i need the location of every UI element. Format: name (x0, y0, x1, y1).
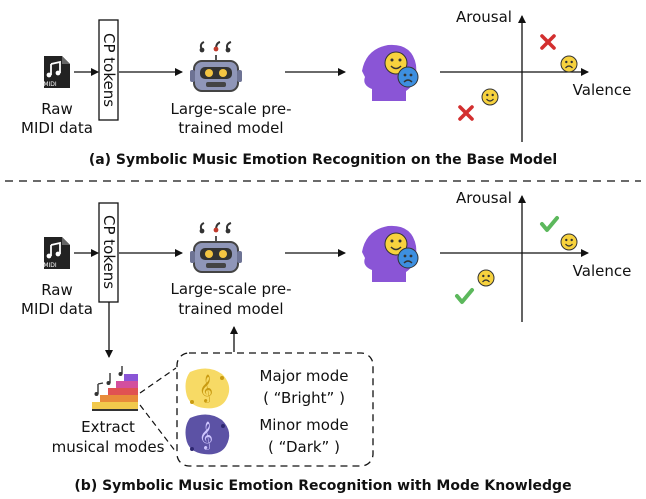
midi-badge: MIDI (43, 262, 57, 269)
panel-a: MIDI Raw MIDI data CP tokens Large-scale… (21, 8, 631, 168)
minor-mode-icon: 𝄞 (185, 414, 230, 455)
model-label-line1: Large-scale pre- (170, 100, 291, 118)
model-label-line1: Large-scale pre- (170, 280, 291, 298)
minor-mode-label: Minor mode (259, 416, 348, 434)
emotion-head-icon (361, 44, 419, 102)
sad-emoji-bottom-left (477, 269, 495, 287)
robot-icon (189, 41, 243, 92)
cross-mark-top-right (540, 34, 556, 50)
valence-arousal-chart: Arousal Valence (440, 8, 631, 142)
mode-knowledge-box (176, 352, 374, 467)
panel-b: MIDI Raw MIDI data CP tokens Large-scale… (21, 189, 631, 494)
valence-label: Valence (573, 81, 632, 99)
arousal-label: Arousal (456, 8, 512, 26)
extract-label-line1: Extract (81, 418, 135, 436)
staircase-music-icon (92, 366, 138, 411)
valence-arousal-chart: Arousal Valence (440, 189, 631, 322)
model-label-line2: trained model (178, 300, 283, 318)
happy-emoji-top-right (560, 233, 578, 251)
emotion-head-icon (361, 225, 419, 283)
midi-data-label: MIDI data (21, 119, 93, 137)
cp-tokens-label: CP tokens (100, 215, 118, 289)
cp-tokens-box (98, 19, 119, 121)
cp-tokens-label: CP tokens (100, 33, 118, 107)
callout-line-top (139, 367, 177, 394)
happy-emoji-bottom-left (481, 88, 499, 106)
major-mode-label: Major mode (260, 367, 349, 385)
model-label-line2: trained model (178, 119, 283, 137)
major-mode-bright-label: ( “Bright” ) (263, 389, 345, 407)
cross-mark-bottom-left (458, 105, 474, 121)
svg-text:𝄞: 𝄞 (199, 374, 213, 403)
valence-label: Valence (573, 262, 632, 280)
minor-mode-dark-label: ( “Dark” ) (268, 438, 340, 456)
robot-icon (189, 222, 243, 273)
sad-emoji-top-right (560, 55, 578, 73)
extract-label-line2: musical modes (52, 438, 165, 456)
caption-a: (a) Symbolic Music Emotion Recognition o… (89, 152, 557, 168)
check-mark-top-right (540, 216, 559, 232)
midi-badge: MIDI (43, 81, 57, 88)
raw-label: Raw (41, 100, 73, 118)
major-mode-icon: 𝄞 (185, 368, 230, 409)
arousal-label: Arousal (456, 189, 512, 207)
check-mark-bottom-left (455, 288, 474, 304)
midi-data-label: MIDI data (21, 300, 93, 318)
raw-label: Raw (41, 281, 73, 299)
svg-text:𝄞: 𝄞 (199, 421, 213, 450)
caption-b: (b) Symbolic Music Emotion Recognition w… (74, 478, 571, 494)
